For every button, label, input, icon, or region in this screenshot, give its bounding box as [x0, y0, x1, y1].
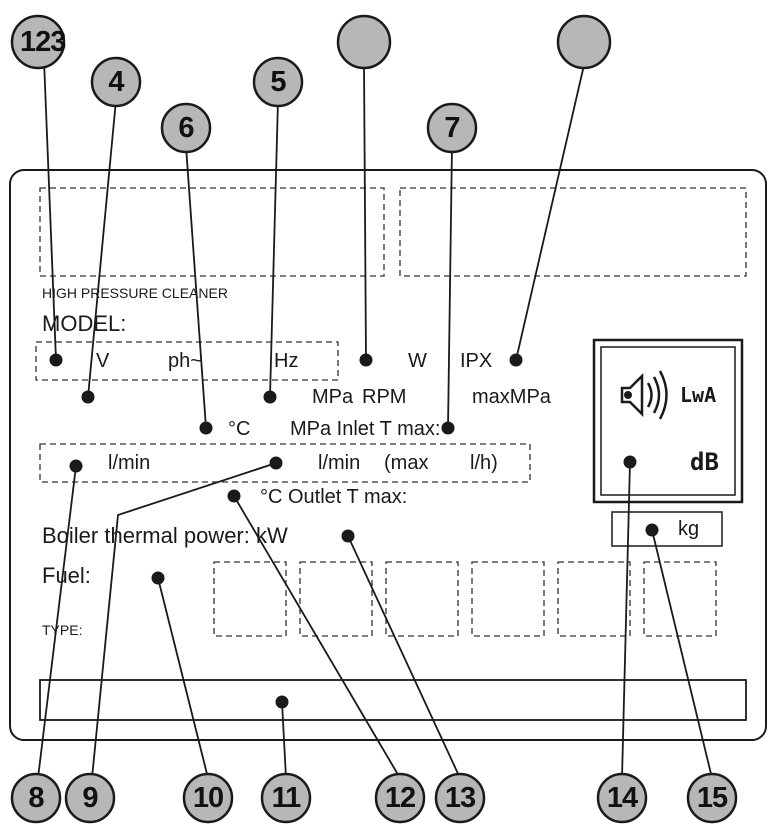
callout-circle-12	[374, 772, 426, 824]
flow-max-label: (max	[384, 452, 429, 474]
ipx-label: IPX	[460, 350, 493, 372]
mpa-unit: MPa	[312, 386, 354, 408]
leader-4	[87, 99, 117, 398]
dot-14	[623, 455, 637, 469]
callout-number-10: 10	[192, 782, 224, 814]
callout-number-11: 11	[271, 782, 302, 814]
callout-number-9: 9	[82, 782, 98, 814]
callout-circle-blank-a	[336, 14, 392, 70]
callout-number-14: 14	[606, 782, 638, 814]
logo-box-left	[39, 187, 385, 277]
leader-11	[281, 701, 287, 779]
dot-blank-b	[509, 353, 523, 367]
type-box-6	[643, 561, 717, 637]
flow-lh-unit: l/h)	[470, 452, 498, 474]
callout-number-123: 123	[20, 26, 66, 58]
leader-14	[621, 461, 631, 779]
leader-123	[43, 59, 57, 361]
leader-6	[185, 145, 207, 429]
flow-unit-1: l/min	[108, 452, 151, 474]
sound-badge-outer	[592, 338, 744, 504]
speaker-icon	[620, 370, 668, 420]
dot-13	[341, 529, 355, 543]
dot-123	[49, 353, 63, 367]
callout-circle-11	[260, 772, 312, 824]
leader-9	[91, 462, 277, 779]
leader-7	[447, 145, 453, 429]
callout-circle-blank-b	[556, 14, 612, 70]
callout-number-15: 15	[696, 782, 728, 814]
leader-5	[269, 99, 279, 398]
leader-12	[233, 495, 401, 779]
callout-number-5: 5	[270, 66, 286, 98]
callout-number-13: 13	[444, 782, 476, 814]
sound-badge-inner	[600, 346, 736, 496]
callout-circle-123	[10, 14, 66, 70]
callout-circle-8	[10, 772, 62, 824]
callout-number-8: 8	[28, 782, 44, 814]
hz-unit: Hz	[274, 350, 299, 372]
volt-unit: V	[96, 350, 110, 372]
dot-6	[199, 421, 213, 435]
model-label: MODEL:	[42, 311, 127, 336]
leader-13	[347, 535, 461, 779]
degc-outlet-unit: °C	[260, 486, 283, 508]
lwa-label: LwA	[680, 383, 717, 407]
dot-15	[645, 523, 659, 537]
flow-unit-2: l/min	[318, 452, 361, 474]
dot-5	[263, 390, 277, 404]
weight-box	[611, 511, 723, 547]
type-label: TYPE:	[42, 622, 83, 638]
inlet-temp-label: MPa Inlet T max:	[290, 418, 441, 440]
dot-blank-a	[359, 353, 373, 367]
callout-circle-14	[596, 772, 648, 824]
boiler-power-label: Boiler thermal power: kW	[42, 523, 288, 548]
type-box-3	[385, 561, 459, 637]
type-box-2	[299, 561, 373, 637]
plate-frame	[9, 169, 767, 741]
logo-box-right	[399, 187, 747, 277]
fuel-label: Fuel:	[42, 563, 91, 588]
bottom-box	[39, 679, 747, 721]
dot-7	[441, 421, 455, 435]
callout-circle-10	[182, 772, 234, 824]
dot-9	[269, 456, 283, 470]
callout-number-4: 4	[108, 66, 124, 98]
max-mpa-unit: maxMPa	[472, 386, 551, 408]
rpm-unit: RPM	[362, 386, 407, 408]
leader-blank-a	[363, 64, 367, 361]
dot-4	[81, 390, 95, 404]
callout-number-6: 6	[178, 112, 194, 144]
type-box-4	[471, 561, 545, 637]
callout-circle-9	[64, 772, 116, 824]
callout-number-12: 12	[384, 782, 416, 814]
type-box-1	[213, 561, 287, 637]
callout-circle-4	[90, 56, 142, 108]
callout-circle-7	[426, 102, 478, 154]
dot-11	[275, 695, 289, 709]
degc-inlet-unit: °C	[228, 418, 251, 440]
flow-box	[39, 443, 531, 483]
plate-title: HIGH PRESSURE CLEANER	[42, 285, 228, 301]
leader-8	[37, 465, 77, 779]
outlet-temp-label: Outlet T max:	[288, 486, 408, 508]
phase-unit: ph~	[168, 350, 202, 372]
type-box-5	[557, 561, 631, 637]
leader-15	[651, 529, 713, 779]
weight-unit: kg	[678, 518, 700, 540]
dot-8	[69, 459, 83, 473]
callout-number-7: 7	[444, 112, 460, 144]
watt-unit: W	[408, 350, 427, 372]
leader-blank-b	[515, 64, 585, 361]
callout-circle-5	[252, 56, 304, 108]
leader-10	[157, 577, 209, 779]
dot-10	[151, 571, 165, 585]
db-label: dB	[690, 448, 719, 476]
callout-circle-6	[160, 102, 212, 154]
voltage-box	[35, 341, 339, 381]
dot-12	[227, 489, 241, 503]
callout-circle-13	[434, 772, 486, 824]
callout-circle-15	[686, 772, 738, 824]
